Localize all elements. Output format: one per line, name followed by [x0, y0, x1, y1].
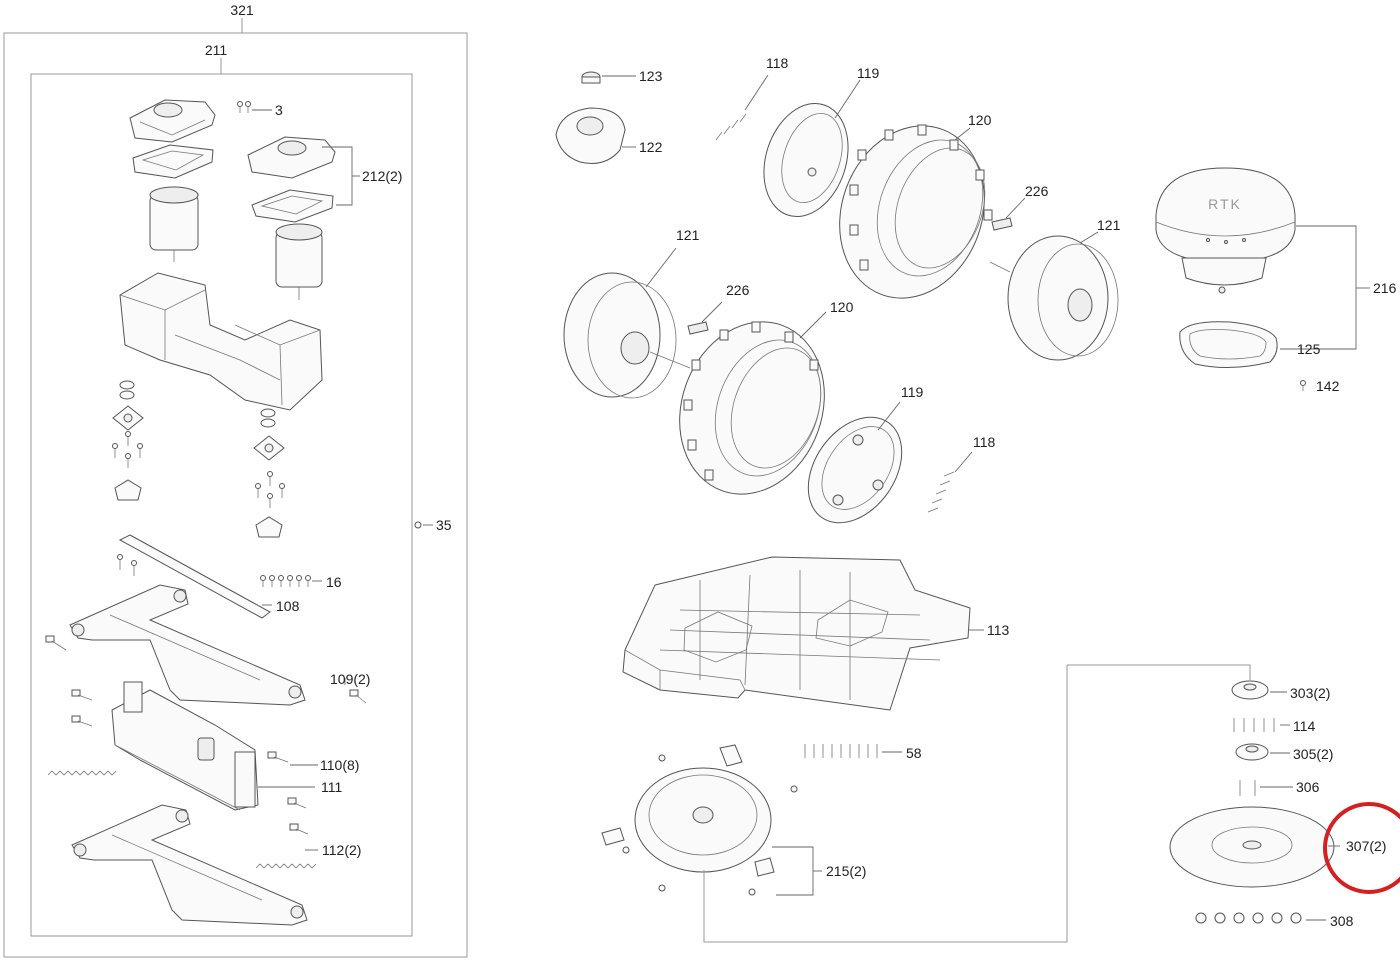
label-216: 216 [1373, 280, 1397, 296]
gearbox-housing [119, 272, 323, 411]
label-114: 114 [1293, 718, 1316, 734]
label-120-top: 120 [968, 112, 992, 128]
motor-left [149, 186, 199, 262]
blade-disc-215 [601, 744, 822, 896]
bolt-set-109 [45, 635, 367, 704]
hub-303 [1231, 680, 1287, 700]
motor-cover-right [247, 136, 336, 179]
base-plate-113 [622, 556, 984, 711]
leader-216 [1280, 225, 1370, 350]
label-226-bottom [687, 301, 723, 335]
screws-306 [1239, 780, 1293, 796]
screws-3 [237, 101, 272, 113]
frame-blade-assembly [703, 664, 1251, 943]
bolts-110 [71, 689, 318, 835]
label-122: 122 [639, 139, 663, 155]
label-16: 16 [326, 574, 342, 590]
assembly-321-frame [3, 18, 468, 958]
screws-118-top [715, 74, 769, 141]
bearing-305 [1235, 743, 1290, 761]
label-306: 306 [1296, 779, 1320, 795]
pinion-123 [581, 71, 636, 84]
motor-right [275, 223, 323, 300]
label-119-top: 119 [857, 65, 880, 81]
label-212: 212(2) [362, 168, 402, 184]
chassis-block-111 [111, 681, 315, 811]
label-226-top [991, 197, 1026, 231]
hub-cap-119-top [763, 79, 861, 218]
gasket-right [251, 189, 334, 223]
washers-flanges-left [112, 380, 144, 501]
highlight-circle [1323, 802, 1400, 894]
gasket-top [132, 144, 214, 179]
tread-wheel-120-top [839, 124, 993, 299]
label-118-bottom: 118 [973, 434, 996, 450]
gasket-125 [1179, 321, 1278, 369]
spring-left [47, 770, 117, 776]
label-307: 307(2) [1346, 838, 1386, 854]
label-305: 305(2) [1293, 746, 1333, 762]
label-109: 109(2) [330, 671, 370, 687]
label-119-bottom: 119 [901, 384, 924, 400]
tread-wheel-120-bottom [679, 311, 827, 495]
label-108: 108 [276, 598, 300, 614]
screw-142 [1300, 380, 1306, 391]
screws-114 [1233, 718, 1290, 732]
swing-arm-lower [71, 804, 308, 926]
swing-arm-upper [69, 584, 306, 706]
label-121-right: 121 [1097, 217, 1121, 233]
label-125: 125 [1297, 341, 1321, 357]
wheel-hub-121-right [989, 231, 1119, 361]
gear-hub-122 [555, 107, 636, 164]
label-118-top: 118 [766, 55, 789, 71]
label-3: 3 [275, 102, 283, 118]
motor-cover-top [129, 99, 216, 143]
label-142: 142 [1316, 378, 1340, 394]
rail-108 [117, 534, 272, 619]
screws-58 [804, 744, 902, 758]
rtk-antenna: RTK [1155, 167, 1296, 294]
screws-118-bottom [927, 451, 973, 513]
hub-cap-119-bottom [807, 401, 903, 524]
label-303: 303(2) [1290, 685, 1330, 701]
label-211: 211 [205, 42, 228, 58]
label-123: 123 [639, 68, 663, 84]
washers-flanges-right [253, 408, 285, 538]
rtk-logo: RTK [1208, 196, 1242, 212]
label-58: 58 [906, 745, 922, 761]
label-111: 111 [321, 779, 342, 795]
label-112: 112(2) [322, 842, 361, 858]
part-labels: 321 211 3 212(2) 35 16 108 109(2) 110(8)… [205, 2, 1397, 929]
label-113: 113 [987, 622, 1010, 638]
wheel-hub-121-left [563, 247, 691, 399]
cutting-disc-307 [1169, 806, 1340, 888]
label-226-bottom: 226 [726, 282, 750, 298]
screws-16 [260, 575, 322, 587]
nuts-308 [1195, 912, 1326, 924]
label-121-left: 121 [676, 227, 700, 243]
spring-right [255, 849, 318, 869]
label-226-top: 226 [1025, 183, 1049, 199]
nut-35 [414, 521, 433, 529]
assembly-211-frame [30, 58, 413, 937]
label-215: 215(2) [826, 863, 866, 879]
label-308: 308 [1330, 913, 1354, 929]
label-110: 110(8) [320, 757, 359, 773]
label-35: 35 [436, 517, 452, 533]
label-321: 321 [230, 2, 254, 18]
label-120-bottom: 120 [830, 299, 854, 315]
leader-212 [322, 146, 360, 206]
